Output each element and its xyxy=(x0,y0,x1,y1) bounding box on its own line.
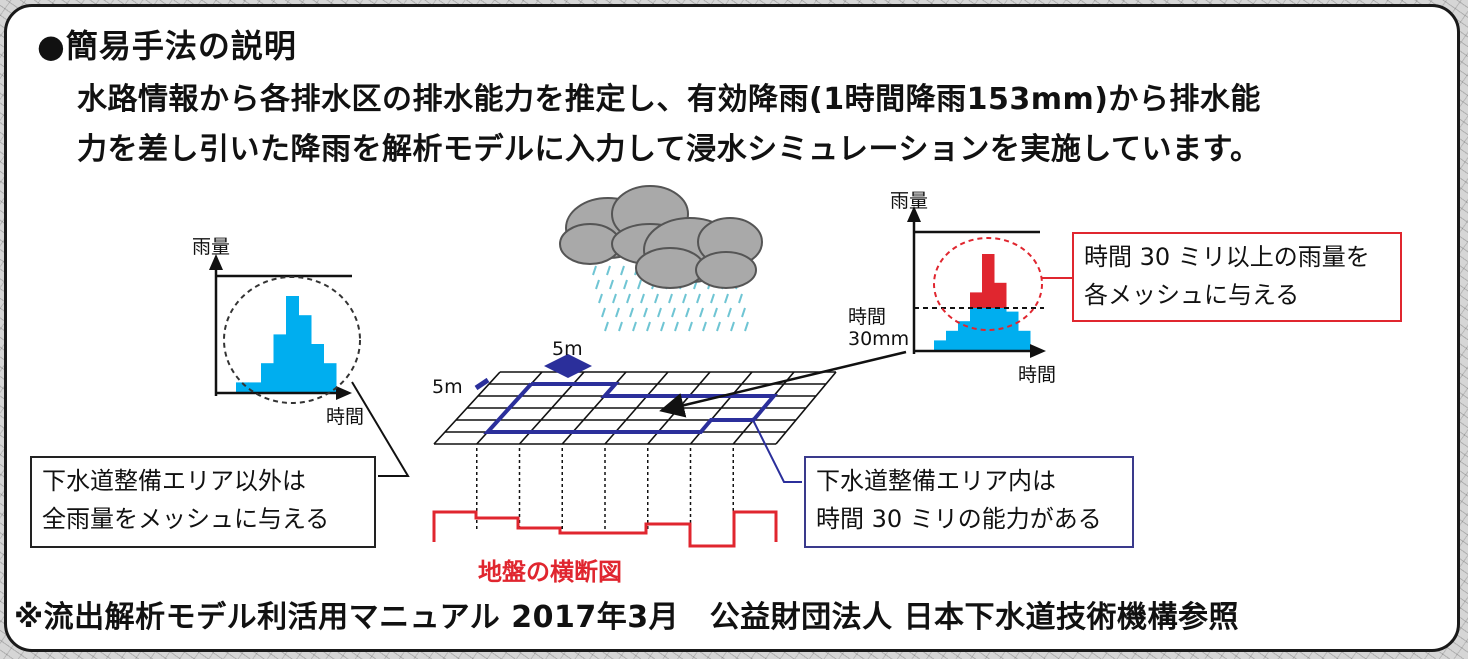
right-bar-capacity xyxy=(934,340,947,350)
rain-streak xyxy=(699,307,704,318)
rain-streak xyxy=(696,293,701,304)
right-chart-x-arrow xyxy=(1030,344,1046,358)
rain-streak xyxy=(730,321,735,332)
rain-streak xyxy=(620,265,625,276)
left-bar xyxy=(298,315,312,392)
right-bar-capacity xyxy=(946,330,959,350)
left-chart-dashed-circle xyxy=(223,276,361,404)
outside-sewer-box: 下水道整備エリア以外は 全雨量をメッシュに与える xyxy=(30,456,376,548)
left-connector xyxy=(351,381,410,477)
excess-rain-box: 時間 30 ミリ以上の雨量を 各メッシュに与える xyxy=(1072,232,1402,322)
left-bar xyxy=(286,296,299,392)
left-chart-y-arrow xyxy=(209,254,223,270)
rain-streak xyxy=(626,293,631,304)
intro-line-1: 水路情報から各排水区の排水能力を推定し、有効降雨(1時間降雨153mm)から排水… xyxy=(77,82,1261,117)
right-bar-capacity xyxy=(1006,311,1019,350)
right-chart-bars xyxy=(934,254,1031,350)
rain-streak xyxy=(654,293,659,304)
rain-streak xyxy=(598,293,603,304)
rain-streak xyxy=(637,279,642,290)
outside-sewer-line1: 下水道整備エリア以外は xyxy=(42,467,306,495)
right-bar-capacity xyxy=(1018,330,1031,350)
rain-streak xyxy=(685,307,690,318)
right-bar-excess xyxy=(994,282,1007,308)
rain-streak xyxy=(702,321,707,332)
rain-streak xyxy=(595,279,600,290)
left-bar xyxy=(236,382,249,392)
rain-streak xyxy=(604,321,609,332)
middle-connector xyxy=(751,417,802,483)
inside-sewer-line1: 下水道整備エリア内は xyxy=(816,467,1056,495)
excess-rain-line1: 時間 30 ミリ以上の雨量を xyxy=(1084,243,1370,271)
left-chart-y-label: 雨量 xyxy=(192,236,231,258)
inside-sewer-box: 下水道整備エリア内は 時間 30 ミリの能力がある xyxy=(804,456,1134,548)
right-rain-chart xyxy=(907,206,1072,358)
rain-streak xyxy=(713,307,718,318)
source-note: ※流出解析モデル利活用マニュアル 2017年3月 公益財団法人 日本下水道技術機… xyxy=(14,600,1240,635)
right-bar-capacity xyxy=(958,321,971,350)
intro-line-2: 力を差し引いた降雨を解析モデルに入力して浸水シミュレーションを実施しています。 xyxy=(77,132,1261,167)
left-bar xyxy=(248,382,262,392)
left-bar xyxy=(323,363,337,392)
rain-streak xyxy=(716,321,721,332)
right-chart-x-label: 時間 xyxy=(1018,364,1057,386)
explanation-panel: ●簡易手法の説明 水路情報から各排水区の排水能力を推定し、有効降雨(1時間降雨1… xyxy=(4,4,1460,652)
rain-streak xyxy=(643,307,648,318)
rain-streak xyxy=(744,321,749,332)
outside-sewer-line2: 全雨量をメッシュに与える xyxy=(42,505,330,533)
rain-streak xyxy=(668,293,673,304)
rain-streak xyxy=(609,279,614,290)
rain-streak xyxy=(606,265,611,276)
left-bar xyxy=(311,344,324,392)
rain-streak xyxy=(592,265,597,276)
rain-streak xyxy=(657,307,662,318)
rain-streak xyxy=(710,293,715,304)
y-dimension-label: 5m xyxy=(432,376,463,398)
left-chart-x-label: 時間 xyxy=(326,406,365,428)
left-chart-bars xyxy=(236,296,337,392)
right-bar-excess xyxy=(970,292,983,308)
rain-streak xyxy=(615,307,620,318)
right-chart-dashed-circle xyxy=(933,237,1043,331)
left-bar xyxy=(273,334,287,392)
rain-streak xyxy=(623,279,628,290)
cross-section-label: 地盤の横断図 xyxy=(478,558,622,586)
right-bar-capacity xyxy=(982,308,995,350)
right-bar-excess xyxy=(982,254,995,308)
excess-rain-line2: 各メッシュに与える xyxy=(1084,281,1300,309)
y-dimension-mark xyxy=(474,377,490,391)
rain-streak xyxy=(601,307,606,318)
heading: ●簡易手法の説明 xyxy=(37,27,297,65)
rain-streak xyxy=(727,307,732,318)
rain-streak xyxy=(618,321,623,332)
apply-arrow xyxy=(659,350,907,418)
cloud-icon xyxy=(559,185,763,332)
x-dimension-label: 5m xyxy=(552,338,583,360)
rain-streak xyxy=(612,293,617,304)
rain-streak xyxy=(646,321,651,332)
ground-cross-section xyxy=(432,510,778,548)
rain-streak xyxy=(629,307,634,318)
rain-streak xyxy=(671,307,676,318)
right-chart-y-arrow xyxy=(907,206,921,222)
rain-streak xyxy=(682,293,687,304)
rain-streak xyxy=(741,307,746,318)
inside-sewer-line2: 時間 30 ミリの能力がある xyxy=(816,505,1102,533)
right-chart-y-label: 雨量 xyxy=(890,190,929,212)
rain-streak xyxy=(674,321,679,332)
rain-streak xyxy=(632,321,637,332)
rain-streak xyxy=(688,321,693,332)
left-rain-chart xyxy=(209,254,361,404)
threshold-label: 時間 30mm xyxy=(848,306,910,350)
left-bar xyxy=(261,363,274,392)
rain-streak xyxy=(640,293,645,304)
rain-streak xyxy=(738,293,743,304)
rain-streak xyxy=(724,293,729,304)
rain-streak xyxy=(660,321,665,332)
left-chart-x-arrow xyxy=(336,386,352,400)
